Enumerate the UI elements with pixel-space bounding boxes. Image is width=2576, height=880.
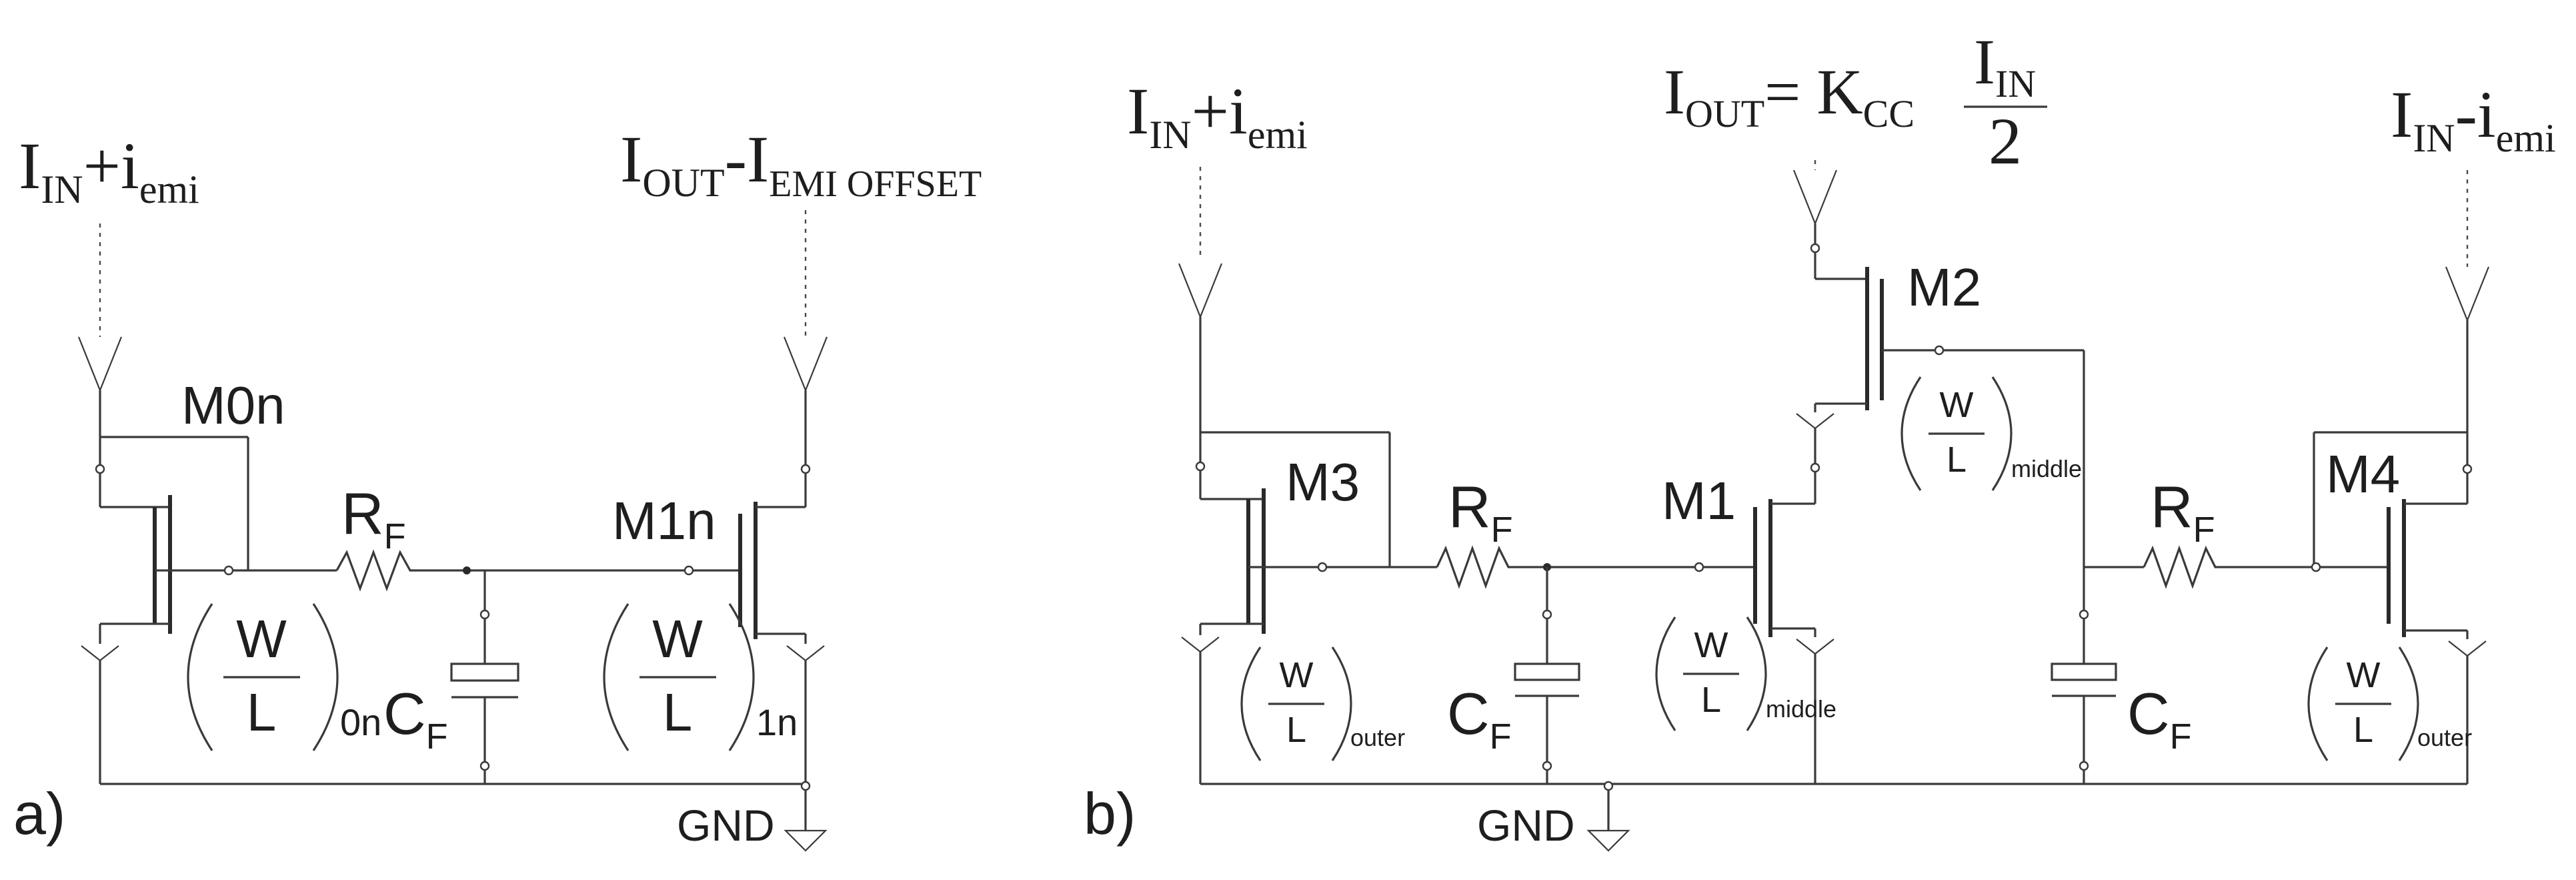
label-m2: M2 bbox=[1907, 258, 1981, 317]
ratio-middle-m2-numerator: W bbox=[1940, 385, 1974, 425]
ratio-0n-numerator: W bbox=[236, 609, 287, 669]
label-m0n: M0n bbox=[181, 376, 285, 435]
ratio-0n-subscript: 0n bbox=[340, 701, 381, 743]
ratio-1n-numerator: W bbox=[652, 609, 703, 669]
label-m1n: M1n bbox=[612, 491, 716, 550]
ratio-outer-right-numerator: W bbox=[2347, 655, 2381, 695]
resistor-rf-right-b bbox=[2143, 545, 2254, 589]
label-m1: M1 bbox=[1662, 471, 1736, 530]
transistor-m4 bbox=[2254, 431, 2487, 784]
panel-b: IIN+iemi IIN-iemi IOUT= KCC IIN 2 M3 M1 … bbox=[1084, 26, 2556, 852]
label-rf-a: RF bbox=[341, 480, 406, 556]
ratio-bracket-1n bbox=[603, 603, 755, 751]
ratio-middle-m2-subscript: middle bbox=[2011, 455, 2082, 482]
ratio-outer-left-subscript: outer bbox=[1350, 724, 1405, 751]
capacitor-cf-left-b bbox=[1514, 563, 1697, 784]
ratio-outer-left-numerator: W bbox=[1280, 655, 1314, 695]
label-cf-left-b: CF bbox=[1447, 681, 1512, 757]
panel-label-b: b) bbox=[1084, 781, 1136, 847]
label-m4: M4 bbox=[2326, 444, 2400, 504]
input-current-arrow-right-b bbox=[2445, 170, 2490, 432]
resistor-rf-left-b bbox=[1436, 545, 1547, 589]
output-current-label-a: IOUT-IEMI OFFSET bbox=[620, 122, 982, 205]
label-rf-left-b: RF bbox=[1448, 474, 1513, 550]
transistor-m3 bbox=[1181, 431, 1437, 784]
output-fraction-numerator: IIN bbox=[1974, 26, 2036, 105]
ratio-outer-right-subscript: outer bbox=[2417, 724, 2472, 751]
label-m3: M3 bbox=[1286, 452, 1360, 512]
ratio-bracket-middle-m2 bbox=[1900, 376, 2013, 491]
input-current-arrow-a bbox=[77, 224, 123, 437]
transistor-m1 bbox=[1694, 432, 1834, 784]
ratio-1n-denominator: L bbox=[663, 683, 693, 742]
capacitor-cf-right-b bbox=[2051, 566, 2144, 784]
transistor-m0n bbox=[81, 436, 337, 784]
ratio-1n-subscript: 1n bbox=[756, 701, 798, 743]
output-fraction-denominator: 2 bbox=[1989, 104, 2022, 178]
ratio-middle-m2-denominator: L bbox=[1947, 440, 1967, 480]
label-gnd-b: GND bbox=[1477, 801, 1575, 850]
panel-label-a: a) bbox=[13, 781, 65, 847]
output-current-label-b: IOUT= KCC bbox=[1664, 56, 1914, 135]
output-current-arrow-a bbox=[783, 210, 828, 460]
label-gnd-a: GND bbox=[677, 801, 775, 850]
ratio-middle-m1-numerator: W bbox=[1694, 625, 1728, 665]
input-current-label-left-b: IIN+iemi bbox=[1127, 74, 1308, 157]
label-rf-right-b: RF bbox=[2151, 474, 2215, 550]
output-current-arrow-b bbox=[1792, 160, 1838, 279]
ratio-middle-m1-denominator: L bbox=[1701, 680, 1721, 720]
ratio-middle-m1-subscript: middle bbox=[1766, 695, 1836, 723]
input-current-label-a: IIN+iemi bbox=[19, 129, 199, 211]
ratio-bracket-middle-m1 bbox=[1655, 616, 1767, 731]
ratio-bracket-0n bbox=[187, 603, 339, 751]
ratio-0n-denominator: L bbox=[247, 683, 277, 742]
ratio-bracket-outer-right bbox=[2307, 646, 2419, 761]
ratio-outer-right-denominator: L bbox=[2353, 710, 2373, 750]
ground-rail-b bbox=[1200, 781, 2467, 852]
resistor-rf-a bbox=[335, 549, 467, 592]
transistor-m1n bbox=[684, 460, 825, 791]
panel-a: IIN+iemi IOUT-IEMI OFFSET M0n M1n RF CF … bbox=[13, 122, 982, 852]
input-current-label-right-b: IIN-iemi bbox=[2391, 77, 2556, 160]
label-cf-right-b: CF bbox=[2127, 681, 2192, 757]
ground-rail-a bbox=[100, 783, 828, 852]
ratio-outer-left-denominator: L bbox=[1286, 710, 1306, 750]
ratio-bracket-outer-left bbox=[1240, 646, 1352, 761]
transistor-m2 bbox=[1796, 267, 2085, 567]
capacitor-cf-a bbox=[450, 566, 687, 784]
label-cf-a: CF bbox=[383, 681, 448, 757]
input-current-arrow-left-b bbox=[1178, 167, 1223, 432]
